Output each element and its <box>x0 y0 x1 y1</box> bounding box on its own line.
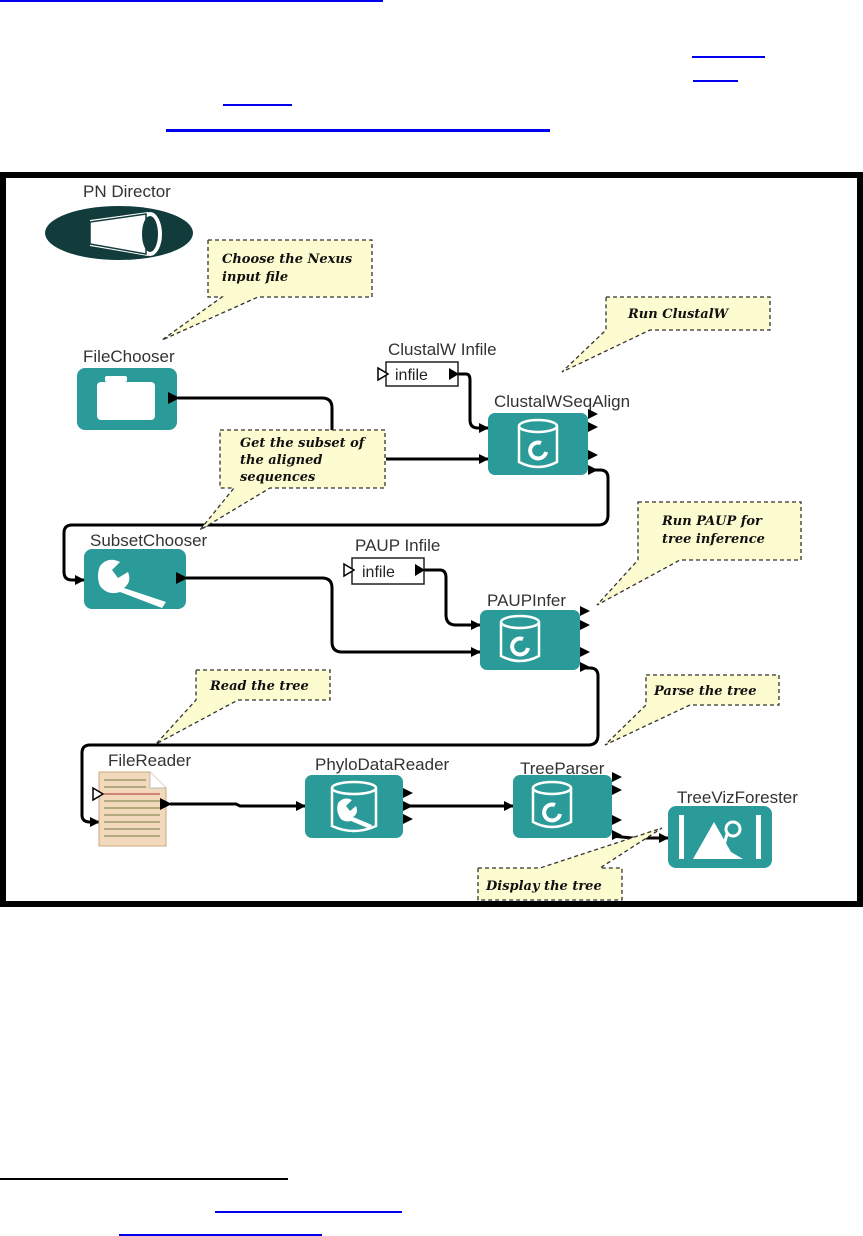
link-filechooser-to-clustalw[interactable] <box>178 396 334 460</box>
output-ports[interactable] <box>612 772 622 840</box>
note-line: Get the subset of <box>240 436 367 451</box>
top-link-2-underline[interactable] <box>692 56 765 58</box>
actor-subsetchooser[interactable]: SubsetChooser <box>84 531 208 609</box>
top-link-1-underline[interactable] <box>0 0 383 2</box>
actor-phylodatareader[interactable]: PhyloDataReader <box>305 755 450 838</box>
note-read-tree[interactable]: Read the tree <box>155 669 331 745</box>
output-port[interactable] <box>176 572 188 584</box>
note-display-tree[interactable]: Display the tree <box>477 827 663 901</box>
output-port[interactable] <box>160 798 172 810</box>
actor-treevizforester[interactable]: TreeVizForester <box>668 788 798 868</box>
actor-filereader[interactable]: FileReader <box>92 751 191 847</box>
database-refresh-icon <box>499 614 541 663</box>
connections <box>62 372 669 843</box>
param-label: PAUP Infile <box>355 536 440 555</box>
annotations: Choose the Nexus input file Run ClustalW… <box>155 239 802 901</box>
note-line: input file <box>222 270 288 285</box>
note-line: Read the tree <box>209 679 309 694</box>
actor-label: TreeVizForester <box>677 788 798 807</box>
pn-director[interactable]: PN Director <box>45 182 193 260</box>
note-line: Choose the Nexus <box>222 252 353 267</box>
note-line: the aligned <box>240 453 322 468</box>
note-line: Display the tree <box>485 879 602 894</box>
note-choose-nexus[interactable]: Choose the Nexus input file <box>161 239 373 341</box>
note-line: tree inference <box>662 532 765 547</box>
actor-label: ClustalWSeqAlign <box>494 392 630 411</box>
note-subset[interactable]: Get the subset of the aligned sequences <box>199 429 386 531</box>
input-port[interactable] <box>343 562 356 578</box>
footnote-link-1-underline[interactable] <box>215 1211 402 1213</box>
link-infile-to-clustalw[interactable] <box>456 372 489 433</box>
footnote-link-2-underline[interactable] <box>119 1234 322 1236</box>
top-link-5-underline[interactable] <box>166 129 550 132</box>
trigger-port[interactable] <box>92 786 105 802</box>
link-clustalw-to-subsetchooser[interactable] <box>62 468 610 585</box>
document-icon <box>98 771 167 847</box>
top-link-3-underline[interactable] <box>693 80 738 82</box>
note-line: Parse the tree <box>653 684 756 699</box>
actor-filechooser[interactable]: FileChooser <box>77 347 180 430</box>
actor-label: PAUPInfer <box>487 591 566 610</box>
actor-label: PhyloDataReader <box>315 755 450 774</box>
top-link-4-underline[interactable] <box>223 104 292 106</box>
param-paup-infile[interactable]: PAUP Infile infile <box>343 536 440 585</box>
note-line: Run PAUP for <box>661 514 763 529</box>
output-port[interactable] <box>449 368 459 380</box>
workflow-figure-frame: PN Director FileChooser ClustalW Infile … <box>0 172 863 907</box>
output-ports[interactable] <box>588 409 598 475</box>
workflow-diagram: PN Director FileChooser ClustalW Infile … <box>45 182 802 901</box>
footnote-separator <box>0 1178 288 1180</box>
link-subsetchooser-to-paupinfer[interactable] <box>186 576 481 657</box>
output-ports[interactable] <box>580 606 590 672</box>
database-refresh-icon <box>517 418 559 469</box>
port-text: infile <box>362 564 395 581</box>
actor-label: SubsetChooser <box>90 531 208 550</box>
actor-treeparser[interactable]: TreeParser <box>513 759 622 840</box>
note-line: Run ClustalW <box>627 307 730 322</box>
link-paupinfile-to-paupinfer[interactable] <box>424 568 481 630</box>
param-label: ClustalW Infile <box>388 340 497 359</box>
database-wrench-icon <box>330 780 378 833</box>
input-port[interactable] <box>377 366 390 382</box>
actor-label: TreeParser <box>520 759 605 778</box>
actor-clustalwseqalign[interactable]: ClustalWSeqAlign <box>488 392 630 475</box>
note-run-paup[interactable]: Run PAUP for tree inference <box>596 501 802 606</box>
link-filereader-to-phylodatareader[interactable] <box>170 801 306 811</box>
output-port[interactable] <box>168 392 180 404</box>
director-label: PN Director <box>83 182 171 201</box>
actor-paupinfer[interactable]: PAUPInfer <box>480 591 590 672</box>
note-line: sequences <box>240 470 316 485</box>
output-ports[interactable] <box>403 788 413 824</box>
folder-icon <box>97 376 155 420</box>
database-refresh-icon <box>531 780 573 829</box>
actor-label: FileChooser <box>83 347 175 366</box>
port-text: infile <box>395 367 428 384</box>
wrench-icon <box>98 559 166 608</box>
actor-label: FileReader <box>108 751 191 770</box>
image-icon <box>679 815 761 859</box>
output-port[interactable] <box>415 564 425 576</box>
megaphone-icon <box>45 206 193 260</box>
link-paupinfer-to-filereader[interactable] <box>80 666 600 827</box>
note-parse-tree[interactable]: Parse the tree <box>604 674 780 746</box>
param-clustalw-infile[interactable]: ClustalW Infile infile <box>377 340 497 387</box>
note-run-clustalw[interactable]: Run ClustalW <box>561 296 771 373</box>
